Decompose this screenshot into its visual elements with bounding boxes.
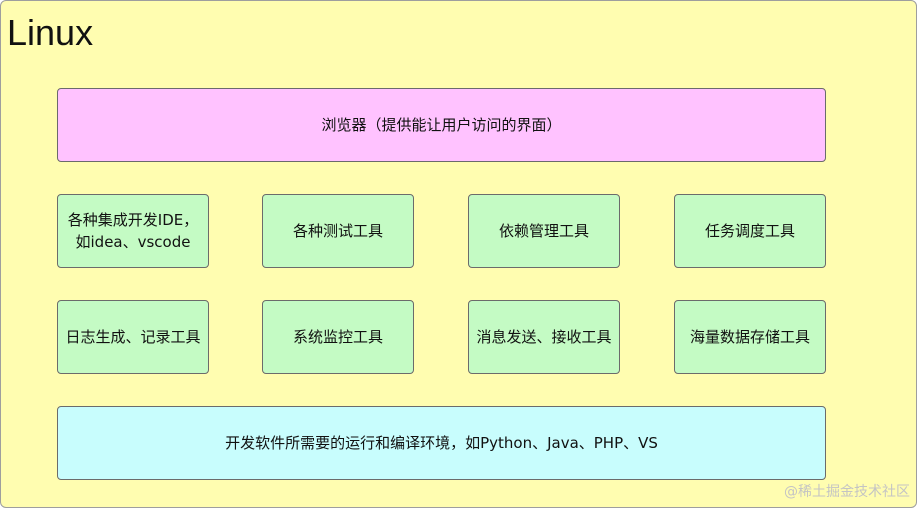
scheduler-tools-box: 任务调度工具 — [674, 194, 826, 268]
logging-tools-label: 日志生成、记录工具 — [65, 328, 201, 346]
ide-box: 各种集成开发IDE，如idea、vscode — [57, 194, 209, 268]
scheduler-tools-label: 任务调度工具 — [704, 222, 795, 240]
browser-label: 浏览器（提供能让用户访问的界面） — [321, 116, 562, 134]
storage-tools-label: 海量数据存储工具 — [689, 328, 810, 346]
monitoring-tools-box: 系统监控工具 — [262, 300, 414, 374]
browser-box: 浏览器（提供能让用户访问的界面） — [57, 88, 826, 162]
logging-tools-box: 日志生成、记录工具 — [57, 300, 209, 374]
runtime-label: 开发软件所需要的运行和编译环境，如Python、Java、PHP、VS — [225, 434, 658, 452]
diagram-title: Linux — [7, 12, 94, 53]
messaging-tools-box: 消息发送、接收工具 — [468, 300, 620, 374]
messaging-tools-label: 消息发送、接收工具 — [476, 328, 612, 346]
testing-tools-box: 各种测试工具 — [262, 194, 414, 268]
dependency-tools-box: 依赖管理工具 — [468, 194, 620, 268]
watermark: @稀土掘金技术社区 — [784, 484, 910, 500]
runtime-box: 开发软件所需要的运行和编译环境，如Python、Java、PHP、VS — [57, 406, 826, 480]
dependency-tools-label: 依赖管理工具 — [498, 222, 589, 240]
monitoring-tools-label: 系统监控工具 — [292, 328, 383, 346]
testing-tools-label: 各种测试工具 — [292, 222, 383, 240]
storage-tools-box: 海量数据存储工具 — [674, 300, 826, 374]
ide-label: 各种集成开发IDE，如idea、vscode — [67, 211, 199, 251]
